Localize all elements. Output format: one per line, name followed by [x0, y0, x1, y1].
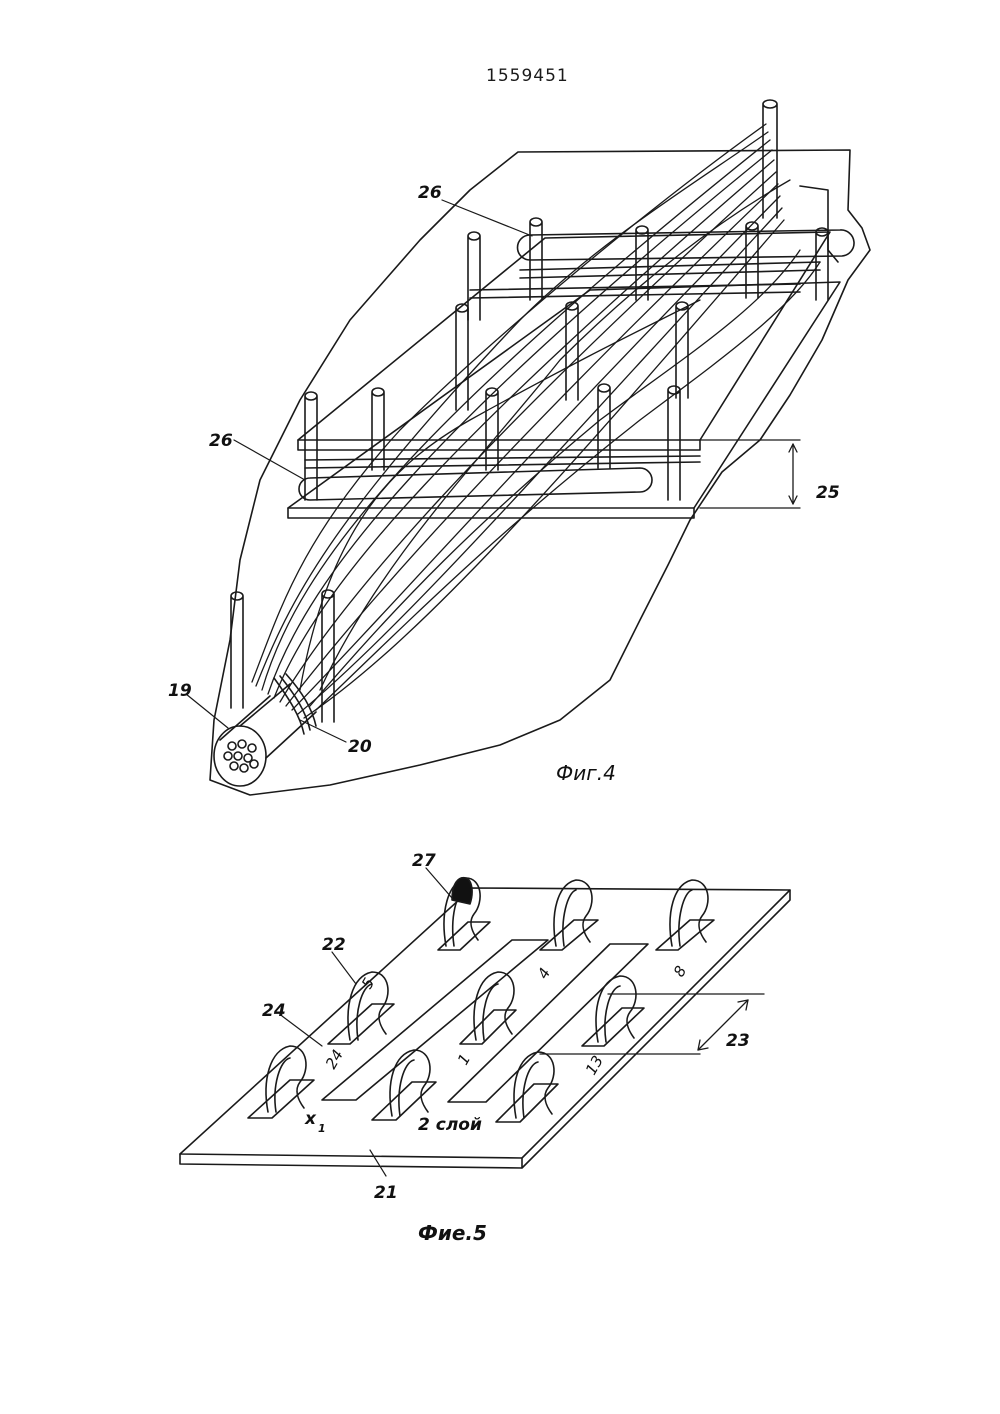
plate-x-label: x: [304, 1109, 317, 1129]
fig4-rod: [469, 291, 801, 299]
fig4-rod: [469, 283, 801, 291]
plate-cell-1: 1: [454, 1051, 474, 1068]
plate-x-subscript: 1: [318, 1122, 326, 1135]
plate-cell-4: 4: [534, 965, 554, 982]
label-21: 21: [374, 1183, 398, 1203]
fig4-pegs: [230, 99, 829, 723]
fig5-leaders: [281, 867, 453, 1177]
fig4-rod: [519, 261, 821, 271]
fig4-rod: [519, 269, 821, 279]
fig4-torn-outline: [209, 149, 871, 796]
fig4-base-plate: [287, 507, 695, 519]
label-27: 27: [412, 851, 436, 871]
fig4-leaders: [185, 199, 533, 743]
fig5-hooks: [265, 877, 709, 1119]
label-24: 24: [262, 1001, 286, 1021]
fig4-upper-plate: [297, 439, 701, 451]
fig5-plate-edge: [179, 889, 791, 1169]
label-22: 22: [322, 935, 346, 955]
fig5-hook-marked: [451, 876, 473, 905]
label-23: 23: [726, 1031, 750, 1051]
plate-cell-13: 13: [582, 1052, 607, 1078]
label-26-top: 26: [418, 183, 442, 203]
fig5-slot-long: [321, 939, 549, 1101]
fig5-dimension-23: [539, 993, 765, 1055]
fig4-comb-rail-front: [298, 467, 653, 501]
label-26-left: 26: [209, 431, 233, 451]
fig4-bundle-end: [213, 673, 317, 787]
plate-cell-8: 8: [670, 963, 690, 980]
label-20: 20: [348, 737, 372, 757]
fig5-caption: Фие.5: [418, 1221, 487, 1245]
label-19: 19: [168, 681, 192, 701]
label-25: 25: [816, 483, 840, 503]
fig4-caption: Фиг.4: [556, 761, 616, 785]
plate-cell-24: 24: [322, 1046, 347, 1072]
fig4-dimension-25: [699, 439, 801, 509]
fig5-slot-long: [447, 943, 649, 1103]
patent-number: 1559451: [486, 66, 569, 86]
fig4-fibres: [251, 123, 821, 719]
fig4-comb-rail-back: [516, 229, 855, 261]
figure-5: [179, 867, 791, 1177]
figure-4: [185, 99, 871, 796]
plate-layer-text: 2 слой: [418, 1115, 482, 1135]
fig5-short-slots: [247, 919, 715, 1123]
fig4-rod: [304, 461, 701, 469]
